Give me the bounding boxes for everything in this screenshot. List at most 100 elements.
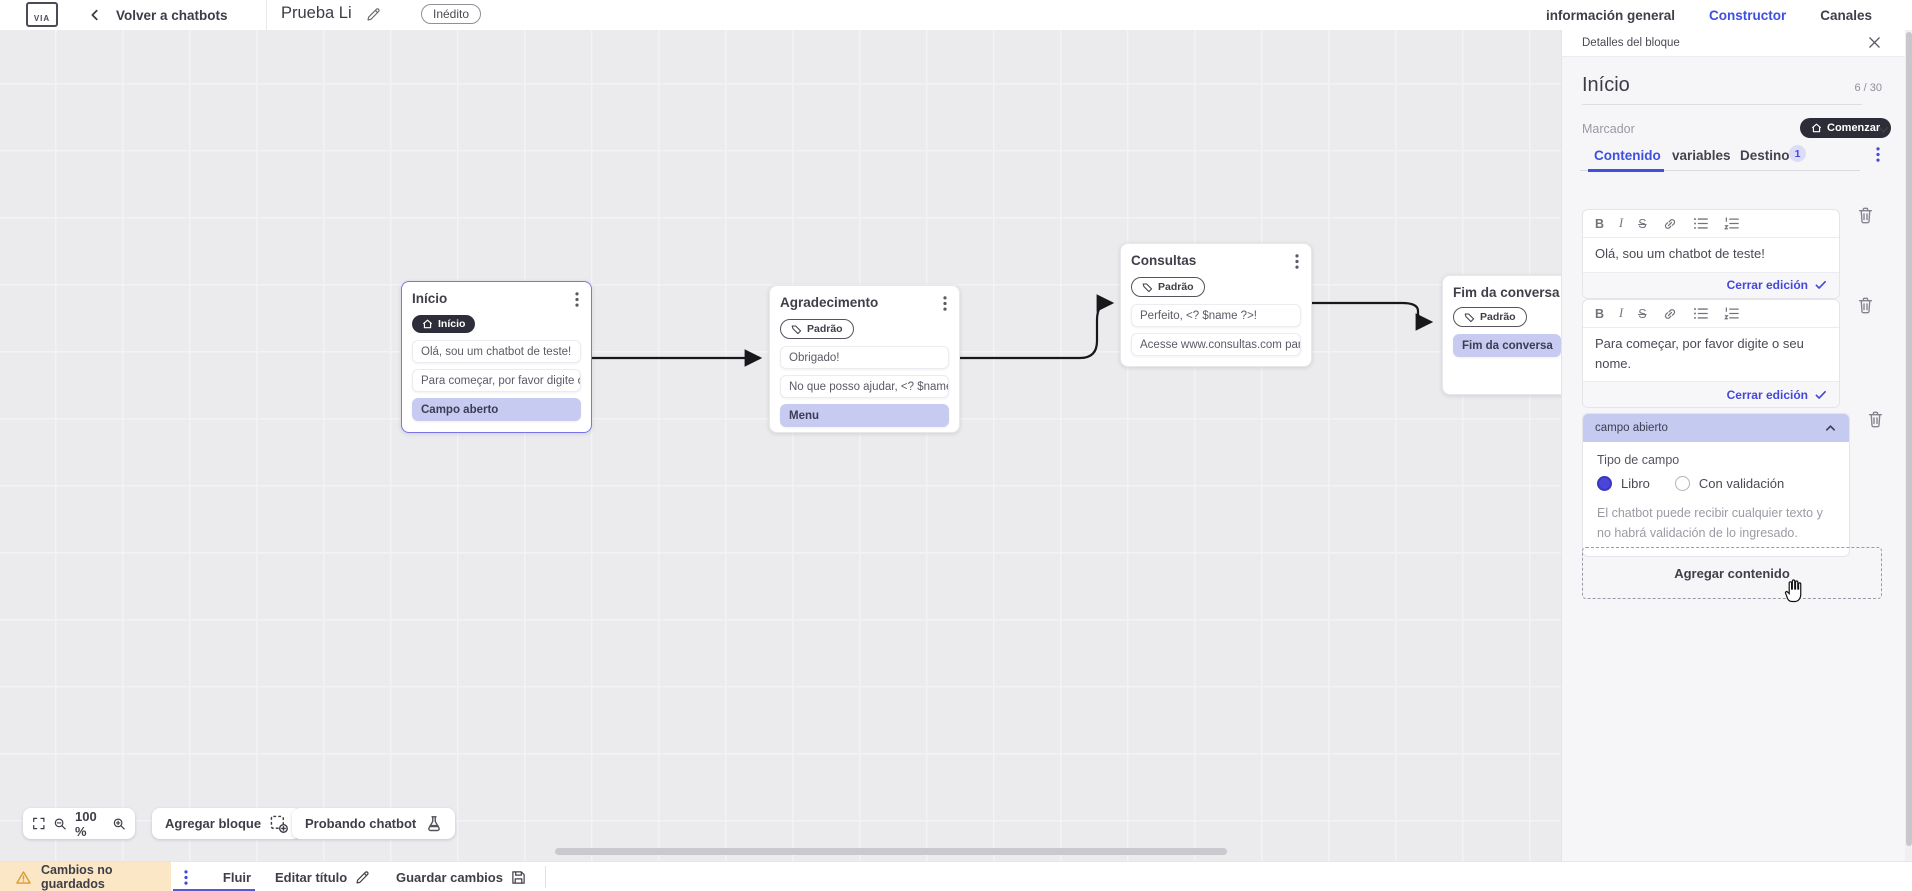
- panel-tab-contenido[interactable]: Contenido: [1594, 148, 1661, 163]
- editor-text-2[interactable]: Para começar, por favor digite o seu nom…: [1595, 336, 1804, 371]
- title-divider: [1582, 104, 1862, 105]
- edit-title-pencil-icon[interactable]: [366, 7, 381, 22]
- unsaved-changes-banner: Cambios no guardados: [0, 862, 171, 891]
- close-icon[interactable]: [1868, 36, 1881, 49]
- open-field-title: campo abierto: [1595, 422, 1668, 434]
- node-content-row[interactable]: Obrigado!: [780, 345, 949, 369]
- flow-tab-label: Fluir: [222, 869, 252, 885]
- node-header: Agradecimento: [780, 295, 949, 312]
- strikethrough-icon[interactable]: S: [1638, 306, 1647, 321]
- trash-icon[interactable]: [1868, 411, 1883, 428]
- unsaved-changes-label: Cambios no guardados: [40, 863, 113, 891]
- numbered-list-icon[interactable]: [1723, 216, 1740, 231]
- chevron-down-icon[interactable]: [1877, 123, 1890, 136]
- link-icon[interactable]: [1662, 216, 1678, 232]
- marker-value: Comenzar: [1827, 122, 1881, 134]
- canvas-horizontal-scrollbar[interactable]: [555, 848, 1227, 855]
- chatbot-title[interactable]: Prueba Li: [281, 4, 352, 22]
- link-icon[interactable]: [1662, 306, 1678, 322]
- tab-constructor[interactable]: Constructor: [1708, 7, 1787, 23]
- save-icon: [512, 870, 525, 884]
- block-name-input[interactable]: Início: [1582, 74, 1630, 96]
- edit-title-button[interactable]: Editar título: [275, 862, 370, 891]
- save-changes-label: Guardar cambios: [396, 869, 503, 885]
- wire-consultas-to-fim: [1312, 301, 1434, 331]
- header-divider: [266, 0, 267, 30]
- flask-icon: [428, 816, 441, 832]
- node-menu-kebab-icon[interactable]: [941, 295, 949, 312]
- bold-icon[interactable]: B: [1595, 306, 1605, 321]
- open-field-card: campo abierto Tipo de campo Libro Con va…: [1582, 413, 1850, 557]
- flow-node-fim-da-conversa[interactable]: Fim da conversa Padrão Fim da conversa: [1442, 275, 1561, 395]
- bold-icon[interactable]: B: [1595, 216, 1605, 231]
- italic-icon[interactable]: I: [1619, 216, 1624, 230]
- panel-scrollbar-thumb[interactable]: [1905, 32, 1912, 846]
- node-content-row[interactable]: Olá, sou um chatbot de teste!: [412, 340, 581, 363]
- node-content-row[interactable]: Acesse www.consultas.com par...: [1131, 332, 1301, 356]
- panel-header: Detalles del bloque: [1562, 30, 1912, 57]
- node-content-row[interactable]: No que posso ajudar, <? $name ...: [780, 374, 949, 398]
- bullet-list-icon[interactable]: [1693, 306, 1709, 321]
- node-open-field-row[interactable]: Campo aberto: [412, 398, 581, 421]
- panel-tab-destino[interactable]: Destino: [1740, 148, 1790, 163]
- trash-icon[interactable]: [1858, 207, 1873, 224]
- edit-title-label: Editar título: [275, 869, 348, 885]
- node-content-row[interactable]: Para começar, por favor digite o ...: [412, 369, 581, 392]
- node-end-row[interactable]: Fim da conversa: [1453, 333, 1561, 357]
- zoom-out-icon[interactable]: [54, 816, 66, 832]
- radio-libro[interactable]: [1597, 476, 1612, 491]
- close-edit-label: Cerrar edición: [1726, 278, 1808, 292]
- add-block-button[interactable]: Agregar bloque: [152, 808, 302, 839]
- radio-con-validacion-label[interactable]: Con validación: [1698, 476, 1785, 491]
- back-label: Volver a chatbots: [116, 7, 228, 23]
- top-bar: VIA Volver a chatbots Prueba Li Inédito …: [0, 0, 1912, 30]
- add-content-button[interactable]: Agregar contenido: [1582, 547, 1882, 599]
- flow-node-consultas[interactable]: Consultas Padrão Perfeito, <? $name ?>! …: [1120, 243, 1312, 367]
- app-logo-icon[interactable]: VIA: [26, 2, 58, 27]
- close-edit-button-1[interactable]: Cerrar edición: [1583, 271, 1839, 298]
- footer-divider: [545, 866, 546, 888]
- open-field-header[interactable]: campo abierto: [1583, 414, 1849, 442]
- flow-options-kebab-icon[interactable]: [182, 869, 190, 886]
- trash-icon[interactable]: [1858, 297, 1873, 314]
- flow-node-agradecimento[interactable]: Agradecimento Padrão Obrigado! No que po…: [769, 285, 960, 433]
- node-title: Consultas: [1131, 253, 1197, 268]
- add-block-label: Agregar bloque: [165, 816, 262, 831]
- node-header: Fim da conversa: [1453, 285, 1561, 300]
- node-header: Início: [412, 291, 581, 308]
- tab-informacion-general[interactable]: información general: [1545, 7, 1675, 23]
- strikethrough-icon[interactable]: S: [1638, 216, 1647, 231]
- tag-icon: [1142, 282, 1153, 292]
- node-content-row[interactable]: Perfeito, <? $name ?>!: [1131, 303, 1301, 327]
- node-menu-row[interactable]: Menu: [780, 403, 949, 427]
- zoom-in-icon[interactable]: [113, 816, 125, 832]
- numbered-list-icon[interactable]: [1723, 306, 1740, 321]
- chevron-up-icon[interactable]: [1824, 422, 1837, 434]
- tag-icon: [1464, 312, 1475, 322]
- radio-libro-label[interactable]: Libro: [1621, 476, 1650, 491]
- flow-node-inicio[interactable]: Início Início Olá, sou um chatbot de tes…: [401, 281, 592, 433]
- test-chatbot-button[interactable]: Probando chatbot: [292, 808, 456, 839]
- warning-icon: [16, 870, 31, 884]
- editor-text-1[interactable]: Olá, sou um chatbot de teste!: [1595, 246, 1765, 261]
- field-helper-text: El chatbot puede recibir cualquier texto…: [1597, 506, 1823, 540]
- radio-con-validacion[interactable]: [1674, 476, 1690, 491]
- node-menu-kebab-icon[interactable]: [1293, 253, 1301, 270]
- tab-canales[interactable]: Canales: [1820, 7, 1872, 23]
- save-changes-button[interactable]: Guardar cambios: [396, 862, 526, 891]
- marker-select[interactable]: Comenzar: [1800, 118, 1892, 138]
- node-title: Agradecimento: [780, 295, 879, 310]
- flow-canvas[interactable]: Início Início Olá, sou um chatbot de tes…: [0, 30, 1561, 861]
- editor-toolbar: B I S: [1583, 210, 1839, 238]
- italic-icon[interactable]: I: [1619, 306, 1624, 320]
- flow-tab[interactable]: Fluir: [196, 862, 278, 891]
- back-to-chatbots-button[interactable]: Volver a chatbots: [88, 0, 228, 30]
- panel-tab-variables[interactable]: variables: [1672, 148, 1731, 163]
- node-menu-kebab-icon[interactable]: [573, 291, 581, 308]
- fullscreen-icon[interactable]: [33, 816, 45, 831]
- add-content-label: Agregar contenido: [1674, 565, 1790, 581]
- close-edit-button-2[interactable]: Cerrar edición: [1583, 381, 1839, 407]
- bullet-list-icon[interactable]: [1693, 216, 1709, 231]
- panel-options-kebab-icon[interactable]: [1874, 146, 1882, 163]
